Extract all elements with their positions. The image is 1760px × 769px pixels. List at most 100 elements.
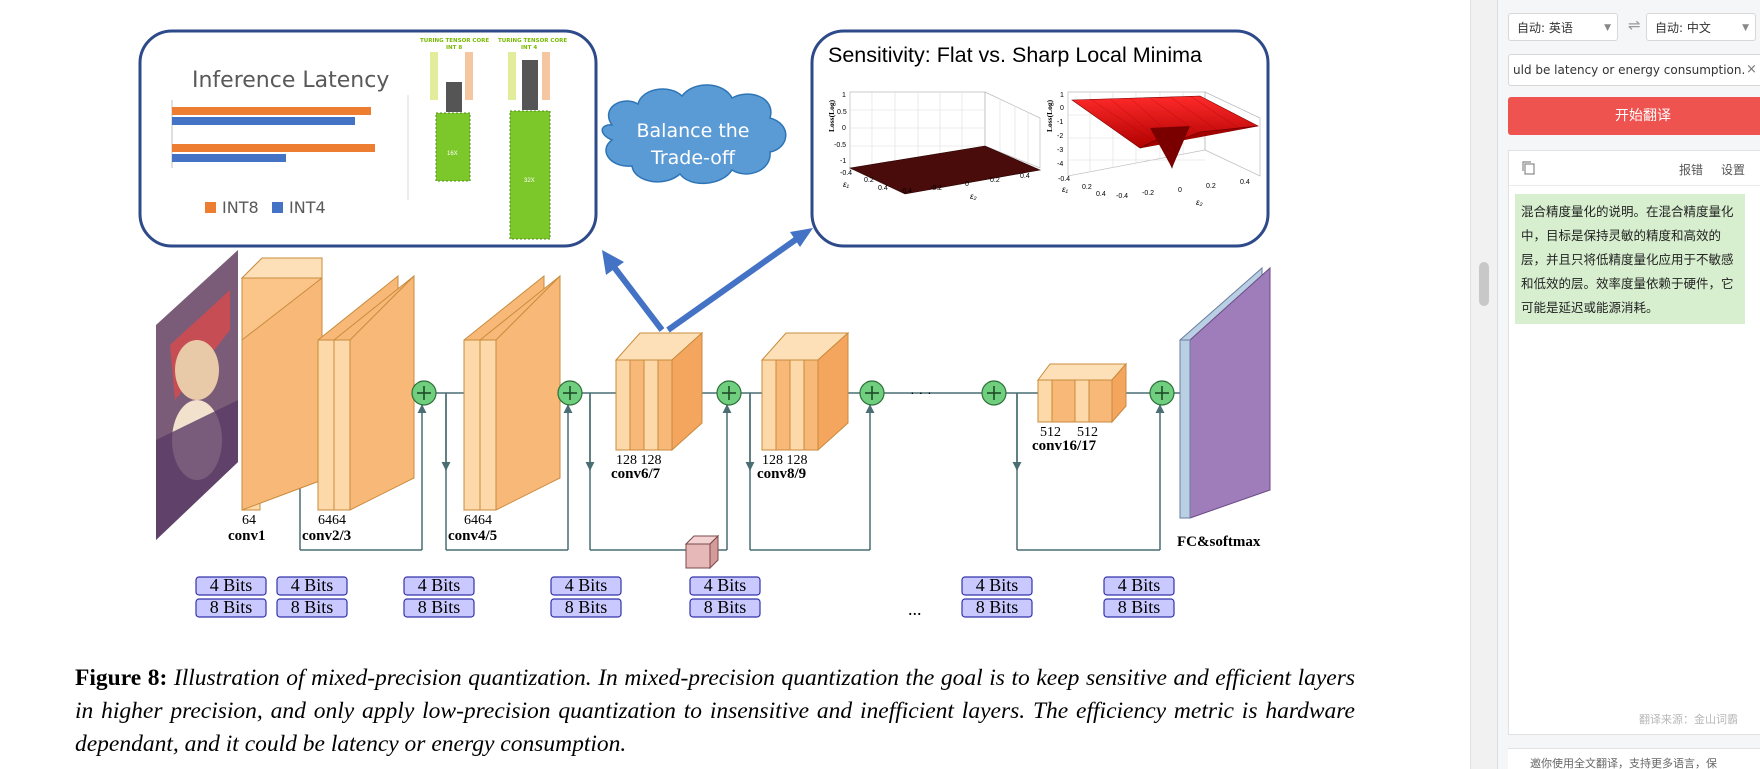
copy-icon[interactable] [1521, 160, 1537, 176]
conv2-3-block [317, 274, 415, 511]
figure-diagram: Inference Latency INT8 INT4 TURING TENSO… [138, 29, 1271, 619]
sharp-z-tick-2: 0 [1060, 105, 1064, 112]
conv16-17-block [1037, 362, 1128, 424]
residual-add-nodes [411, 380, 1175, 406]
sharp-eps1-tick-2: 0.2 [1082, 184, 1092, 191]
legend-int4-swatch [272, 202, 283, 213]
flat-eps1-label: ε₁ [843, 180, 850, 189]
bits-badge-bottom-4 [550, 598, 622, 618]
conv6-7-block [614, 331, 704, 452]
tensor-core-int4-illustration: TURING TENSOR CORE INT 4 32X [498, 38, 567, 240]
conv4-5-channels: 6464 [464, 513, 492, 528]
int4-bar-2 [172, 154, 286, 162]
flat-eps2-tick-4: 0.2 [990, 177, 1000, 184]
flat-eps1-tick-3: 0.4 [878, 185, 888, 192]
flat-zlabel: Loss(Log) [827, 99, 836, 132]
conv16-17-name: conv16/17 [1032, 438, 1097, 454]
bits-badge-top-6 [961, 576, 1033, 596]
conv1-block [240, 257, 323, 511]
tensor-core-int4-label: INT 4 [521, 45, 537, 51]
conv16-17-channels-a: 512 [1040, 425, 1061, 440]
document-page: Inference Latency INT8 INT4 TURING TENSO… [75, 29, 1356, 761]
target-language-caret-icon: ▼ [1742, 23, 1749, 33]
scrollbar-thumb[interactable] [1479, 262, 1489, 306]
translation-source-note: 翻译来源：金山词霸 [1639, 713, 1738, 726]
flat-eps1-tick-2: 0.2 [864, 177, 874, 184]
source-text-value: uld be latency or energy consumption. [1513, 63, 1746, 77]
conv16-17-channels-b: 512 [1077, 425, 1098, 440]
flat-eps2-tick-1: -0.4 [900, 188, 912, 195]
fc-softmax-block [1179, 266, 1271, 519]
bits-label-top-3: 4 Bits [418, 575, 461, 595]
input-cat-image [156, 250, 238, 540]
bits-badge-top-2 [276, 576, 348, 596]
sharp-eps1-tick-3: 0.4 [1096, 191, 1106, 198]
legend-int8-label: INT8 [222, 198, 259, 217]
sharp-z-tick-4: -2 [1057, 133, 1063, 140]
inference-latency-title: Inference Latency [192, 68, 389, 93]
bits-badge-top-7 [1103, 576, 1175, 596]
sharp-eps2-tick-4: 0.2 [1206, 183, 1216, 190]
source-language-select[interactable]: 自动: 英语 ▼ [1508, 13, 1618, 41]
bits-label-top-7: 4 Bits [1118, 575, 1161, 595]
tradeoff-arrows [602, 228, 813, 333]
bits-ellipsis: ... [908, 599, 922, 619]
conv2-3-name: conv2/3 [302, 528, 351, 544]
source-text-input[interactable]: uld be latency or energy consumption. × [1508, 54, 1760, 86]
flat-eps2-tick-5: 0.4 [1020, 173, 1030, 180]
sensitivity-title: Sensitivity: Flat vs. Sharp Local Minima [828, 43, 1202, 67]
inference-latency-panel: Inference Latency INT8 INT4 TURING TENSO… [138, 29, 598, 248]
bits-label-bottom-6: 8 Bits [976, 597, 1019, 617]
full-text-promo[interactable]: 邀你使用全文翻译，支持更多语言，保 [1508, 748, 1760, 769]
bits-badge-bottom-3 [403, 598, 475, 618]
target-language-select[interactable]: 自动: 中文 ▼ [1646, 13, 1756, 41]
source-language-caret-icon: ▼ [1604, 23, 1611, 33]
bits-label-bottom-3: 8 Bits [418, 597, 461, 617]
flat-z-tick-1: 1 [842, 92, 846, 99]
source-language-value: 自动: 英语 [1517, 21, 1573, 35]
bits-label-top-2: 4 Bits [291, 575, 334, 595]
clear-icon[interactable]: × [1746, 62, 1757, 77]
sharp-z-tick-3: -1 [1057, 119, 1063, 126]
sharp-zlabel: Loss(Log) [1045, 99, 1054, 132]
caption-label: Figure 8: [75, 665, 168, 691]
result-toolbar: 报错 设置 [1509, 151, 1760, 186]
bits-label-bottom-5: 8 Bits [704, 597, 747, 617]
swap-arrows-icon[interactable]: ⇌ [1628, 16, 1641, 34]
bits-badge-bottom-1 [195, 598, 267, 618]
flat-z-tick-5: -1 [840, 158, 846, 165]
flat-eps1-tick-1: -0.4 [840, 170, 852, 177]
start-translate-button[interactable]: 开始翻译 [1508, 97, 1760, 135]
legend-int8-swatch [205, 202, 216, 213]
bits-badge-bottom-2 [276, 598, 348, 618]
flat-eps2-tick-3: 0 [965, 181, 969, 188]
flat-z-tick-3: 0 [842, 125, 846, 132]
chip-16x-label: 16X [447, 151, 458, 157]
flat-minima-plot: Loss(Log) 1 0.5 0 -0.5 -1 -0.4 0.2 0.4 ε… [827, 91, 1042, 201]
int8-bar-2 [172, 144, 375, 152]
sharp-eps1-label: ε₁ [1062, 185, 1069, 194]
sharp-z-tick-1: 1 [1060, 92, 1064, 99]
sharp-eps2-label: ε₂ [1196, 198, 1203, 207]
sharp-eps2-tick-2: -0.2 [1142, 190, 1154, 197]
flat-eps2-tick-2: -0.2 [930, 185, 942, 192]
conv6-7-name: conv6/7 [611, 466, 661, 482]
conv4-5-block [463, 274, 561, 511]
svg-text:· · ·: · · · [910, 384, 932, 400]
conv1-name: conv1 [228, 528, 266, 544]
bits-badge-bottom-5 [689, 598, 761, 618]
flat-z-tick-4: -0.5 [834, 142, 846, 149]
bits-badge-bottom-6 [961, 598, 1033, 618]
bits-label-top-5: 4 Bits [704, 575, 747, 595]
tensor-core-label-1: TURING TENSOR CORE [420, 38, 489, 44]
document-scrollbar[interactable] [1470, 0, 1497, 769]
bits-badge-top-3 [403, 576, 475, 596]
trunk-ellipsis: · · · [910, 384, 932, 400]
figure-caption: Figure 8: Illustration of mixed-precisio… [75, 662, 1355, 761]
bits-label-bottom-1: 8 Bits [210, 597, 253, 617]
report-error-link[interactable]: 报错 [1679, 163, 1704, 177]
sharp-z-tick-6: -4 [1057, 161, 1063, 168]
settings-link[interactable]: 设置 [1721, 163, 1746, 177]
sharp-eps2-tick-3: 0 [1178, 187, 1182, 194]
bits-badge-top-4 [550, 576, 622, 596]
